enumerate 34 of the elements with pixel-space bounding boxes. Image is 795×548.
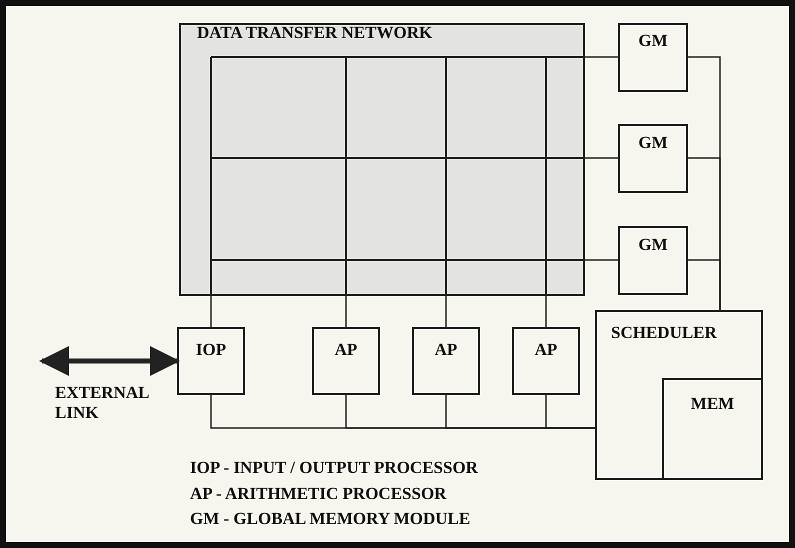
memory-module-box xyxy=(618,226,688,295)
box-label: AP xyxy=(434,340,458,360)
network-panel xyxy=(179,23,585,296)
connector-line xyxy=(585,157,618,159)
legend-text: AP - ARITHMETIC PROCESSOR xyxy=(190,484,446,504)
scheduler-box xyxy=(595,310,763,480)
processor-box xyxy=(512,327,580,395)
connector-line xyxy=(688,259,721,310)
connector-line xyxy=(210,296,212,327)
memory-module-box xyxy=(618,124,688,193)
box-label: SCHEDULER xyxy=(611,323,717,343)
box-label: AP xyxy=(534,340,558,360)
processor-box xyxy=(312,327,380,395)
box-label: GM xyxy=(637,133,669,153)
legend-text: IOP - INPUT / OUTPUT PROCESSOR xyxy=(190,458,478,478)
box-label: AP xyxy=(334,340,358,360)
box-label: IOP xyxy=(194,340,228,360)
connector-line xyxy=(545,395,595,429)
legend-text: GM - GLOBAL MEMORY MODULE xyxy=(190,509,470,529)
processor-box xyxy=(177,327,245,395)
link-label: EXTERNAL LINK xyxy=(55,383,150,423)
memory-module-box xyxy=(618,23,688,92)
memory-box xyxy=(662,378,763,480)
connector-line xyxy=(585,56,618,58)
connector-line xyxy=(445,296,447,327)
box-label: GM xyxy=(637,235,669,255)
connector-line xyxy=(585,259,618,261)
network-title: DATA TRANSFER NETWORK xyxy=(197,23,432,43)
box-label: GM xyxy=(637,31,669,51)
box-label: MEM xyxy=(690,394,736,414)
connector-line xyxy=(545,296,547,327)
connector-line xyxy=(345,296,347,327)
processor-box xyxy=(412,327,480,395)
arrow xyxy=(39,346,180,376)
